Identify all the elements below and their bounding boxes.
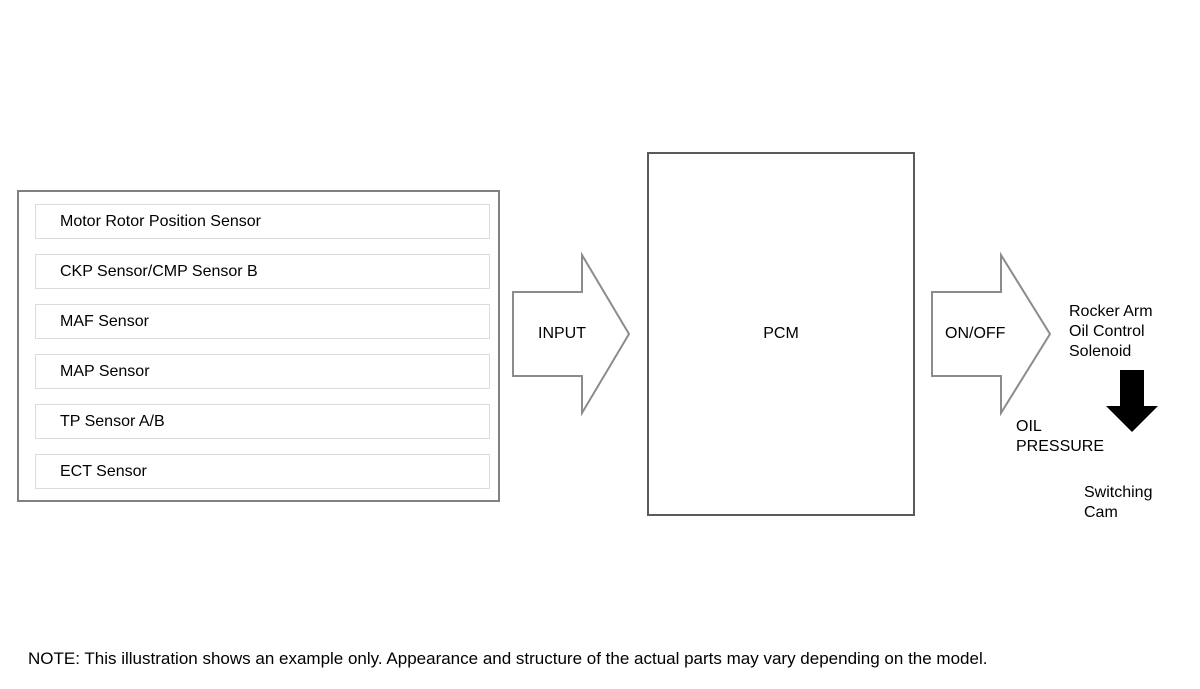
sensor-group: Motor Rotor Position Sensor CKP Sensor/C… <box>17 190 500 502</box>
sensor-row[interactable]: ECT Sensor <box>35 454 490 489</box>
sensor-label: TP Sensor A/B <box>60 412 165 430</box>
sensor-label: MAF Sensor <box>60 312 149 330</box>
right-arrow-icon <box>512 251 631 417</box>
pcm-box: PCM <box>647 152 915 516</box>
sensor-label: Motor Rotor Position Sensor <box>60 212 261 230</box>
sensor-label: CKP Sensor/CMP Sensor B <box>60 262 258 280</box>
sensor-row[interactable]: CKP Sensor/CMP Sensor B <box>35 254 490 289</box>
oil-pressure-label: OIL PRESSURE <box>1016 418 1105 455</box>
switching-cam-label: Switching Cam <box>1084 484 1153 521</box>
input-arrow: INPUT <box>510 251 632 417</box>
solenoid-label: Rocker Arm Oil Control Solenoid <box>1069 303 1153 360</box>
pcm-label: PCM <box>763 325 799 342</box>
down-arrow-icon <box>1106 370 1158 432</box>
sensor-row[interactable]: Motor Rotor Position Sensor <box>35 204 490 239</box>
sensor-label: ECT Sensor <box>60 462 147 480</box>
sensor-label: MAP Sensor <box>60 362 150 380</box>
sensor-row[interactable]: MAP Sensor <box>35 354 490 389</box>
right-arrow-icon <box>931 251 1052 417</box>
oil-pressure-down-arrow <box>1106 370 1158 432</box>
sensor-row[interactable]: MAF Sensor <box>35 304 490 339</box>
onoff-arrow: ON/OFF <box>929 251 1053 417</box>
note-text: NOTE: This illustration shows an example… <box>28 649 988 668</box>
sensor-row[interactable]: TP Sensor A/B <box>35 404 490 439</box>
